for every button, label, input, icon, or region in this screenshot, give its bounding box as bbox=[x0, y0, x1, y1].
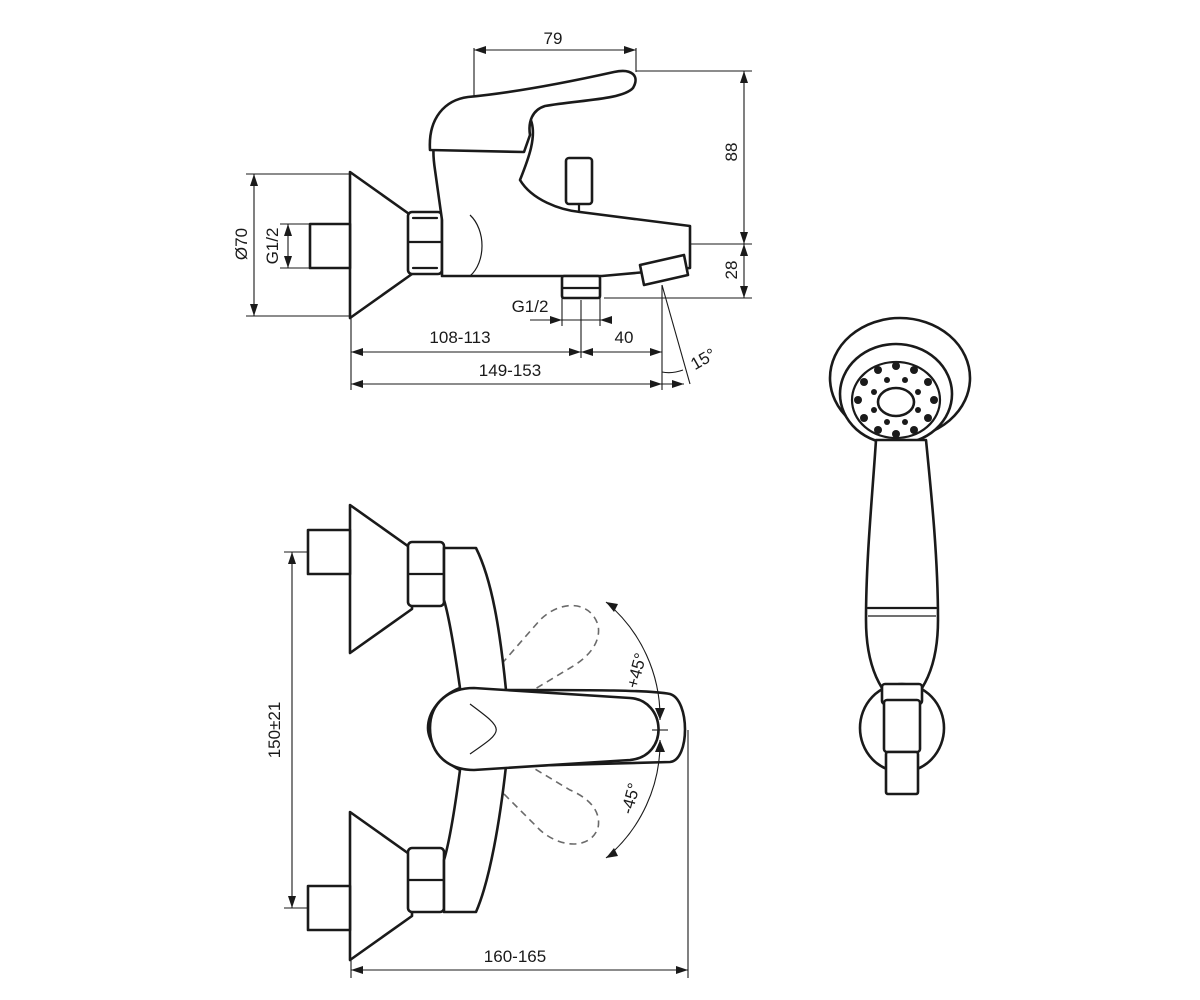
front-stub-upper bbox=[306, 528, 352, 576]
lever-position-minus bbox=[469, 747, 600, 845]
hand-shower bbox=[828, 316, 972, 796]
side-spout-aerator bbox=[638, 253, 690, 287]
side-inlet-stub bbox=[308, 222, 352, 270]
dim-height-top: 88 bbox=[722, 143, 741, 162]
dim-spout-height: 28 bbox=[722, 261, 741, 280]
side-rosette bbox=[348, 170, 414, 320]
dim-total-depth: 149-153 bbox=[479, 361, 541, 380]
shower-holder-clamp bbox=[882, 698, 922, 754]
front-rosette-lower bbox=[348, 810, 414, 962]
dim-rotation-plus: +45° bbox=[623, 651, 651, 690]
shower-nozzles bbox=[854, 362, 938, 438]
front-view: +45° -45° 150±21 160-165 bbox=[265, 503, 689, 978]
dim-thread-inlet: G1/2 bbox=[263, 228, 282, 265]
side-diverter-knob bbox=[564, 156, 594, 206]
dim-width: 160-165 bbox=[484, 947, 546, 966]
dim-spout-angle: 15° bbox=[687, 345, 719, 374]
dim-centers: 150±21 bbox=[265, 702, 284, 759]
front-rosette-upper bbox=[348, 503, 414, 655]
dim-diameter: Ø70 bbox=[232, 228, 251, 260]
lever-position-plus bbox=[469, 604, 600, 711]
dim-rotation-minus: -45° bbox=[617, 781, 643, 816]
shower-nozzle-center bbox=[876, 386, 916, 418]
side-lever bbox=[428, 69, 637, 154]
dim-spout-gap: 40 bbox=[615, 328, 634, 347]
shower-hose-connector bbox=[884, 750, 920, 796]
shower-handle bbox=[864, 438, 940, 690]
side-view: 79 88 28 Ø70 G1/2 G1/2 bbox=[232, 29, 752, 390]
dim-thread-outlet: G1/2 bbox=[512, 297, 549, 316]
front-lever bbox=[428, 686, 660, 772]
dim-lever-reach: 79 bbox=[544, 29, 563, 48]
dim-outlet-offset: 108-113 bbox=[429, 328, 490, 347]
front-stub-lower bbox=[306, 884, 352, 932]
